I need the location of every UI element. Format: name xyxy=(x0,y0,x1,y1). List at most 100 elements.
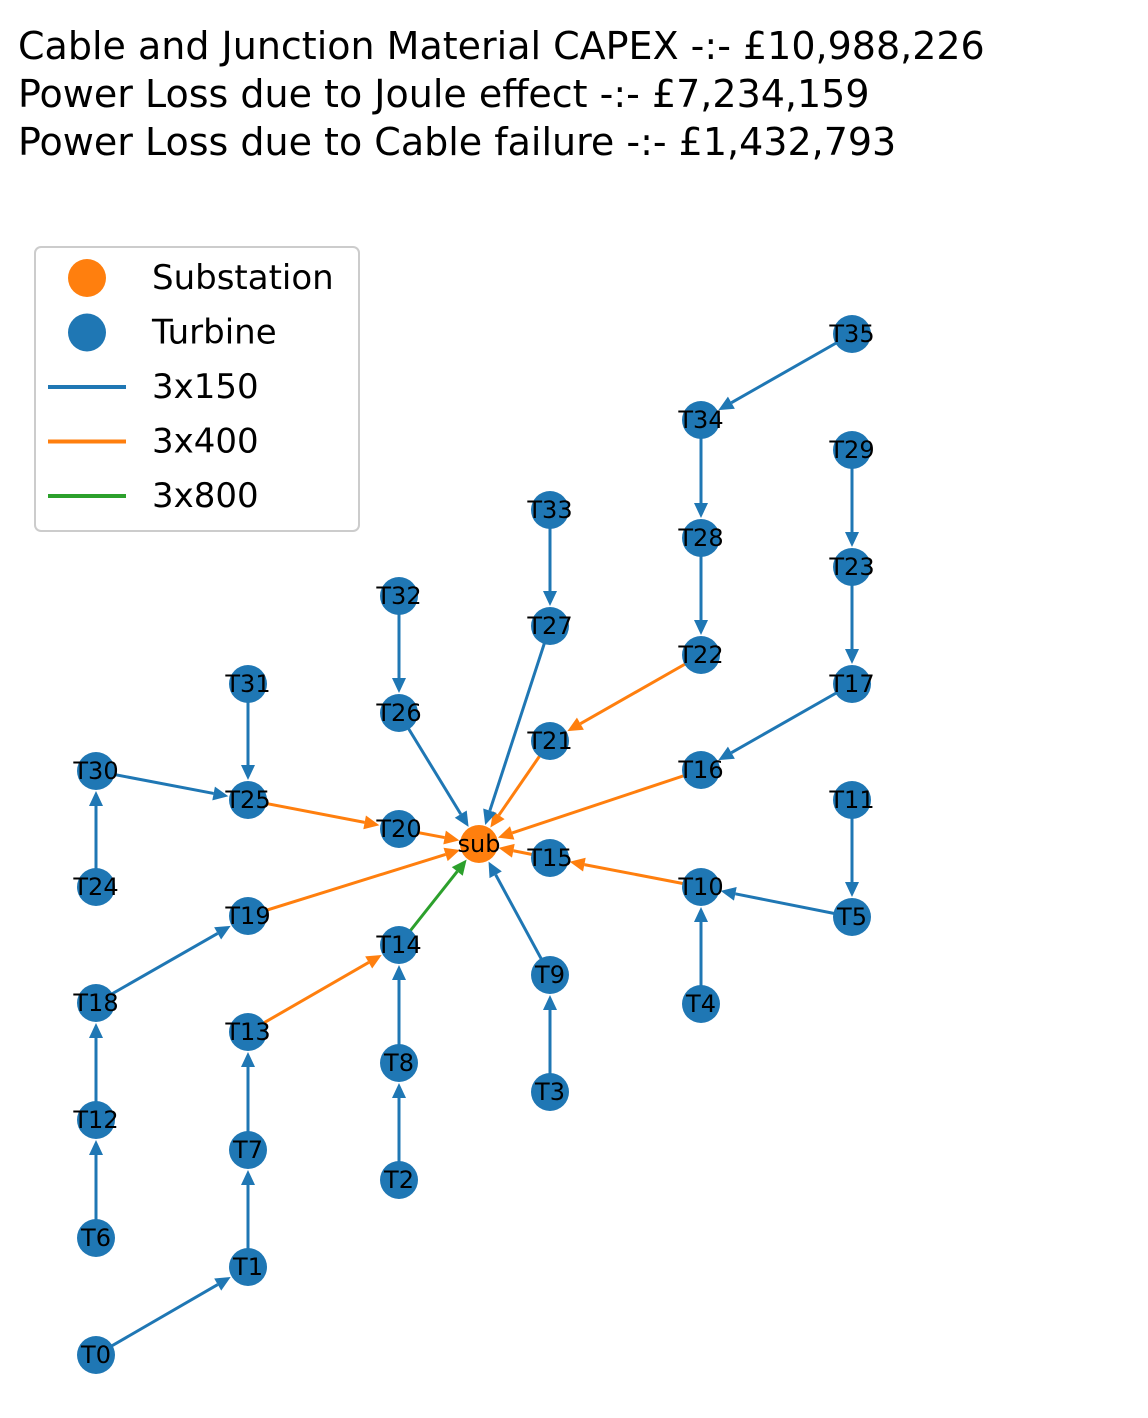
legend-label: 3x800 xyxy=(152,476,259,516)
node-label-T6: T6 xyxy=(80,1224,111,1252)
arrowhead-T22-T21 xyxy=(567,717,584,732)
node-label-T15: T15 xyxy=(526,844,572,872)
arrowhead-T6-T12 xyxy=(89,1140,103,1155)
arrowhead-T12-T18 xyxy=(89,1023,103,1038)
edge-T13-T14 xyxy=(247,961,370,1034)
turbine-node-T35 xyxy=(833,315,871,353)
arrowhead-T8-T14 xyxy=(392,965,406,980)
node-label-T1: T1 xyxy=(232,1253,263,1281)
node-label-T11: T11 xyxy=(828,786,874,814)
nodes: subT0T1T2T3T4T5T6T7T8T9T10T11T12T13T14T1… xyxy=(72,315,875,1374)
turbine-node-T15 xyxy=(531,839,569,877)
arrowhead-T30-T25 xyxy=(212,786,229,801)
joule-loss-line: Power Loss due to Joule effect -:- £7,23… xyxy=(18,72,870,116)
edge-T16-sub xyxy=(511,768,702,835)
turbine-node-T29 xyxy=(833,431,871,469)
node-label-T17: T17 xyxy=(828,670,874,698)
node-label-T30: T30 xyxy=(72,757,118,785)
arrowhead-T3-T9 xyxy=(543,995,557,1010)
edge-T17-T16 xyxy=(730,682,853,754)
arrowhead-T24-T30 xyxy=(89,791,103,806)
node-label-T20: T20 xyxy=(375,815,421,843)
turbine-node-T25 xyxy=(229,781,267,819)
arrowhead-T19-sub xyxy=(443,847,460,862)
node-label-T21: T21 xyxy=(526,727,572,755)
node-label-T0: T0 xyxy=(80,1341,111,1369)
turbine-node-T22 xyxy=(682,636,720,674)
node-label-T10: T10 xyxy=(677,873,723,901)
node-label-T23: T23 xyxy=(828,553,874,581)
node-label-T27: T27 xyxy=(526,612,572,640)
node-label-T22: T22 xyxy=(677,641,723,669)
turbine-node-T3 xyxy=(531,1073,569,1111)
legend-label: Substation xyxy=(152,258,334,298)
node-label-T2: T2 xyxy=(383,1166,414,1194)
edge-T0-T1 xyxy=(95,1283,219,1357)
node-label-T25: T25 xyxy=(224,786,270,814)
turbine-node-T12 xyxy=(77,1101,115,1139)
arrowhead-T11-T5 xyxy=(845,882,859,897)
arrowhead-T17-T16 xyxy=(718,746,735,761)
arrowhead-T23-T17 xyxy=(845,649,859,664)
turbine-node-T33 xyxy=(531,491,569,529)
legend-marker-turbine xyxy=(68,313,106,352)
edge-T18-T19 xyxy=(95,932,219,1005)
arrowhead-T4-T10 xyxy=(694,907,708,922)
failure-loss-line: Power Loss due to Cable failure -:- £1,4… xyxy=(18,120,897,164)
node-label-T28: T28 xyxy=(677,524,723,552)
turbine-node-T26 xyxy=(380,694,418,732)
turbine-node-T7 xyxy=(229,1131,267,1169)
arrowhead-T32-T26 xyxy=(392,678,406,693)
turbine-node-T9 xyxy=(531,956,569,994)
legend-label: 3x150 xyxy=(152,367,259,407)
node-label-T18: T18 xyxy=(72,989,118,1017)
node-label-T19: T19 xyxy=(224,902,270,930)
edges xyxy=(89,332,859,1357)
edge-T27-sub xyxy=(488,625,552,812)
turbine-node-T6 xyxy=(77,1219,115,1257)
turbine-node-T17 xyxy=(833,665,871,703)
edge-T9-sub xyxy=(494,874,552,976)
arrowhead-T16-sub xyxy=(497,826,515,840)
arrowhead-T0-T1 xyxy=(214,1277,231,1291)
arrowhead-T27-sub xyxy=(483,808,497,825)
turbine-node-T23 xyxy=(833,548,871,586)
turbine-node-T10 xyxy=(682,868,720,906)
turbine-node-T21 xyxy=(531,722,569,760)
edge-T22-T21 xyxy=(579,653,702,725)
node-label-T32: T32 xyxy=(375,582,421,610)
node-label-T24: T24 xyxy=(72,873,118,901)
arrowhead-T33-T27 xyxy=(543,591,557,606)
node-label-sub: sub xyxy=(458,830,501,858)
arrowhead-T34-T28 xyxy=(694,503,708,518)
legend-label: 3x400 xyxy=(152,422,259,462)
turbine-node-T2 xyxy=(380,1161,418,1199)
node-label-T35: T35 xyxy=(828,320,874,348)
arrowhead-T15-sub xyxy=(498,843,515,858)
arrowhead-T1-T7 xyxy=(241,1170,255,1185)
edge-T10-T15 xyxy=(584,863,702,889)
arrowhead-T13-T14 xyxy=(365,954,382,969)
node-label-T8: T8 xyxy=(383,1049,414,1077)
arrowhead-T5-T10 xyxy=(720,886,737,901)
edge-T30-T25 xyxy=(95,769,214,795)
turbine-node-T1 xyxy=(229,1248,267,1286)
edge-T5-T10 xyxy=(735,892,853,919)
cost-summary-title: Cable and Junction Material CAPEX -:- £1… xyxy=(18,22,1143,172)
turbine-node-T11 xyxy=(833,781,871,819)
node-label-T29: T29 xyxy=(828,436,874,464)
node-label-T13: T13 xyxy=(224,1018,270,1046)
node-label-T31: T31 xyxy=(224,670,270,698)
turbine-node-T31 xyxy=(229,665,267,703)
arrowhead-T10-T15 xyxy=(569,857,586,872)
turbine-node-T13 xyxy=(229,1013,267,1051)
turbine-node-T20 xyxy=(380,810,418,848)
edge-T19-sub xyxy=(247,852,447,918)
arrowhead-T28-T22 xyxy=(694,620,708,635)
arrowhead-T20-sub xyxy=(443,830,460,845)
turbine-node-T19 xyxy=(229,897,267,935)
turbine-node-T30 xyxy=(77,752,115,790)
node-label-T34: T34 xyxy=(677,406,723,434)
node-label-T16: T16 xyxy=(677,756,723,784)
